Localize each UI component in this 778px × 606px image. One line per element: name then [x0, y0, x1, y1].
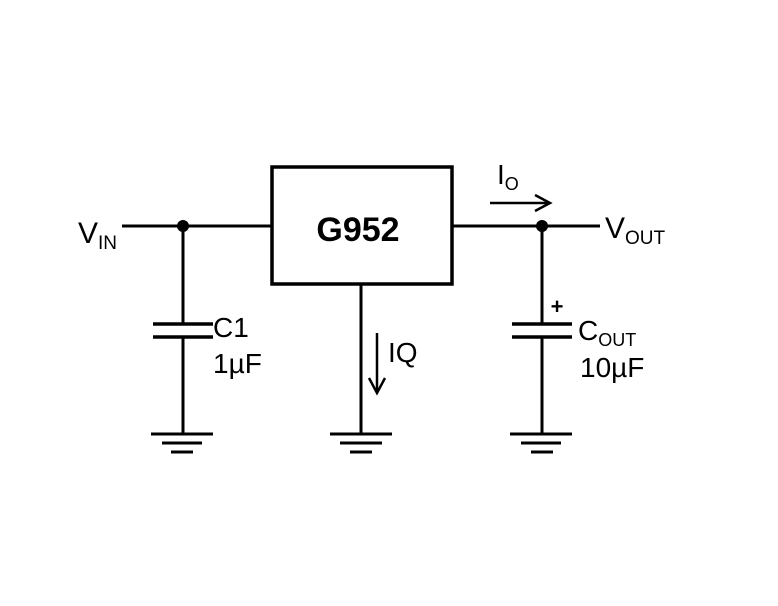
vout-label-main: V: [605, 212, 625, 245]
cout-name-sub: OUT: [598, 330, 636, 350]
c1-value-label: 1µF: [213, 348, 262, 379]
cout-name-label: COUT: [578, 315, 636, 350]
io-label-main: I: [497, 159, 505, 190]
cout-value-label: 10µF: [580, 352, 644, 383]
io-arrow-icon: [490, 193, 553, 213]
io-label: IO: [497, 159, 519, 194]
vin-label: VIN: [78, 217, 117, 254]
cout-name-main: C: [578, 315, 598, 346]
cout-polarity-label: +: [551, 294, 564, 319]
regulator-label: G952: [316, 211, 399, 249]
iq-arrow-icon: [367, 333, 387, 396]
io-label-sub: O: [505, 174, 519, 194]
vout-label: VOUT: [605, 212, 666, 249]
vout-junction-dot: [536, 220, 548, 232]
vout-label-sub: OUT: [625, 228, 666, 249]
regulator-ground-icon: [330, 432, 392, 454]
vin-label-sub: IN: [98, 233, 117, 254]
cout-ground-icon: [510, 432, 572, 454]
iq-label: IQ: [388, 337, 418, 368]
vin-label-main: V: [78, 217, 98, 250]
vin-junction-dot: [177, 220, 189, 232]
c1-ground-icon: [151, 432, 213, 454]
c1-name-label: C1: [213, 312, 249, 343]
